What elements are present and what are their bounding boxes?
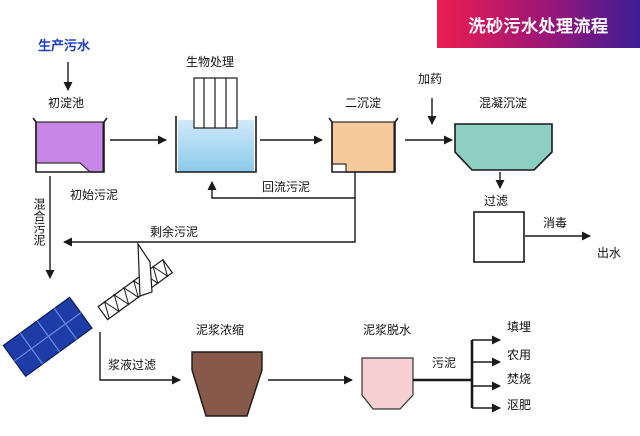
coag-tank: [454, 123, 553, 171]
dewater-label: 泥浆脱水: [363, 323, 412, 337]
return-sludge-label: 回流污泥: [262, 180, 311, 194]
disposal-agri-label: 农用: [507, 348, 532, 362]
bio-tank: [175, 77, 257, 173]
mixed-sludge-label: 混合污泥: [32, 198, 46, 246]
disposal-incinerate-label: 焚烧: [507, 372, 532, 386]
title-banner: 洗砂污水处理流程: [437, 0, 640, 48]
dewater-tank: [361, 357, 414, 410]
bio-treatment-label: 生物处理: [186, 55, 235, 69]
screw-conveyor: [2, 241, 174, 378]
sludge-label: 污泥: [432, 356, 457, 370]
coag-tank-label: 混凝沉淀: [479, 96, 528, 110]
disposal-landfill-label: 填埋: [507, 320, 532, 334]
filter-label: 过滤: [484, 194, 509, 208]
thickener-tank: [191, 351, 263, 417]
dosing-label: 加药: [418, 72, 443, 86]
arrow-return-sludge: [207, 172, 356, 199]
flow-arrows: [45, 62, 591, 385]
thicken-label: 泥浆浓缩: [196, 323, 245, 337]
arrow-slurry-filter: [99, 332, 181, 385]
disposal-arrows: [413, 335, 501, 413]
disposal-compost-label: 沤肥: [507, 398, 532, 412]
slurry-filter-label: 浆液过滤: [108, 358, 157, 372]
effluent-label: 出水: [597, 246, 622, 260]
secondary-tank-label: 二沉淀: [345, 96, 382, 110]
filter-box: [473, 211, 525, 263]
disinfect-label: 消毒: [543, 216, 568, 230]
arrow-excess-sludge: [63, 198, 356, 247]
initial-sludge-label: 初始污泥: [70, 188, 119, 202]
primary-tank-label: 初淀池: [48, 96, 85, 110]
source-label: 生产污水: [38, 39, 91, 54]
secondary-tank: [328, 117, 399, 173]
excess-sludge-label: 剩余污泥: [150, 225, 199, 239]
primary-tank: [32, 117, 108, 173]
